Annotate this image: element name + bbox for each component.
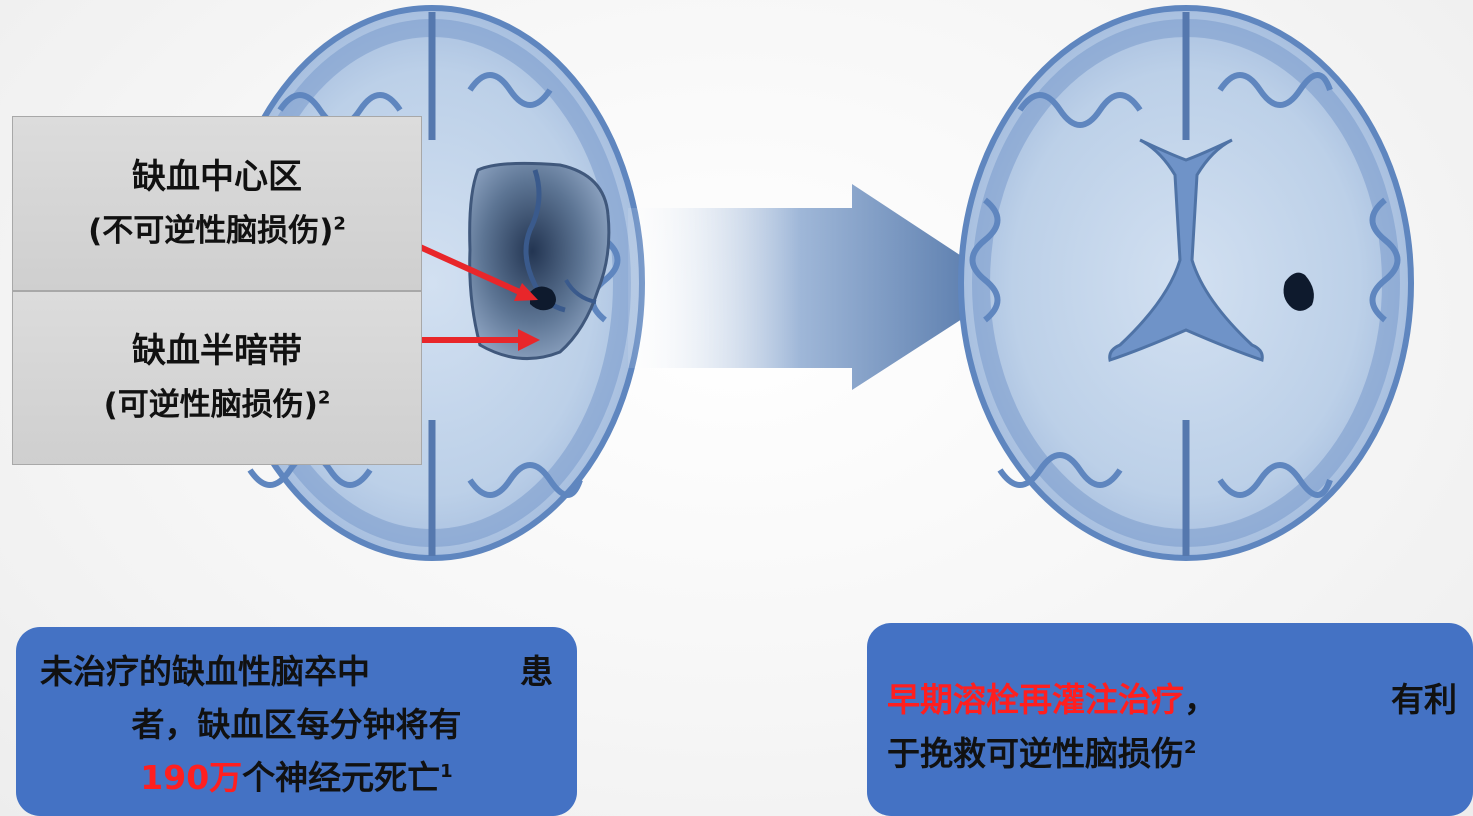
core-infarct [530, 286, 556, 311]
ventricle-shape [1108, 138, 1264, 362]
residual-infarct [1283, 272, 1314, 311]
red-pointer-arrow-icon [418, 244, 540, 351]
ischemic-core-label: 缺血中心区 (不可逆性脑损伤)2 [12, 116, 422, 291]
untreated-note-box: 未治疗的缺血性脑卒中 患 者，缺血区每分钟将有 190万个神经元死亡1 [16, 627, 577, 816]
big-right-arrow-icon [628, 184, 1010, 390]
penumbra-ref: 2 [317, 387, 331, 409]
left-note-line3: 190万个神经元死亡1 [140, 758, 453, 797]
treatment-highlight: 早期溶栓再灌注治疗 [887, 680, 1184, 719]
penumbra-label-desc: (可逆性脑损伤)2 [103, 387, 331, 423]
penumbra-label-title: 缺血半暗带 [132, 331, 302, 371]
core-label-title: 缺血中心区 [132, 156, 302, 197]
left-note-line2: 者，缺血区每分钟将有 [131, 705, 462, 744]
penumbra-label: 缺血半暗带 (可逆性脑损伤)2 [12, 291, 422, 465]
right-note-ref: 2 [1184, 737, 1197, 758]
core-ref: 2 [333, 213, 346, 235]
right-note-line2: 于挽救可逆性脑损伤2 [887, 734, 1197, 773]
left-note-line1: 未治疗的缺血性脑卒中 患 [40, 652, 553, 691]
right-note-line1: 早期溶栓再灌注治疗， 有利 [887, 680, 1457, 719]
core-label-desc: (不可逆性脑损伤)2 [88, 212, 346, 249]
right-brain-icon [958, 5, 1414, 561]
neuron-count-highlight: 190万 [140, 758, 243, 797]
left-note-ref: 1 [440, 761, 453, 782]
treatment-note-box: 早期溶栓再灌注治疗， 有利 于挽救可逆性脑损伤2 [867, 623, 1473, 816]
penumbra-region [468, 161, 611, 361]
